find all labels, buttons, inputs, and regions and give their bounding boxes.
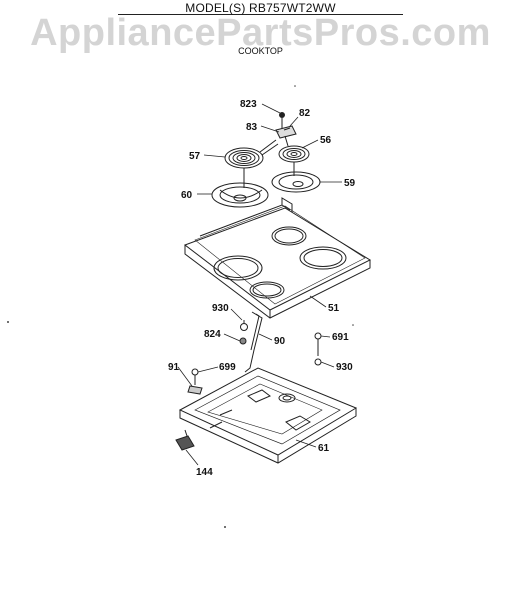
label-61: 61 <box>318 443 330 454</box>
label-930-left: 930 <box>212 303 229 314</box>
part-144-bracket <box>175 429 195 451</box>
model-number: MODEL(S) RB757WT2WW <box>185 1 336 15</box>
label-90: 90 <box>274 336 286 347</box>
part-labels: 823 82 83 56 57 60 59 51 930 824 90 691 … <box>168 99 356 478</box>
part-51-main-top <box>183 197 372 319</box>
label-699: 699 <box>219 362 236 373</box>
header-rule <box>118 14 403 15</box>
leader-lines <box>177 103 342 466</box>
watermark: AppliancePartsPros.com <box>30 12 491 54</box>
label-83: 83 <box>246 122 258 133</box>
label-82: 82 <box>299 108 311 119</box>
part-59-small-drip-pan <box>271 171 321 193</box>
label-59: 59 <box>344 178 356 189</box>
label-56: 56 <box>320 135 332 146</box>
part-60-large-drip-pan <box>211 182 269 208</box>
label-930-right: 930 <box>336 362 353 373</box>
label-57: 57 <box>189 151 201 162</box>
part-56-small-surface-element <box>278 135 310 176</box>
part-699-screw <box>191 368 199 385</box>
part-930-screw-right <box>314 358 322 366</box>
part-930-screw-left <box>240 320 248 331</box>
part-57-large-surface-element <box>224 139 279 188</box>
label-51: 51 <box>328 303 340 314</box>
label-824: 824 <box>204 329 221 340</box>
part-91-bracket <box>187 385 203 395</box>
part-824-clip <box>239 337 247 345</box>
section-title: COOKTOP <box>238 46 283 56</box>
label-691: 691 <box>332 332 349 343</box>
part-82-terminal-block <box>275 125 297 139</box>
label-60: 60 <box>181 190 193 201</box>
part-90-hinge-bracket <box>244 311 263 373</box>
part-61-cooktop-base <box>178 367 358 464</box>
label-91: 91 <box>168 362 180 373</box>
label-144: 144 <box>196 467 213 478</box>
label-823: 823 <box>240 99 257 110</box>
part-691-screw <box>314 332 322 356</box>
scan-specks <box>7 85 354 528</box>
